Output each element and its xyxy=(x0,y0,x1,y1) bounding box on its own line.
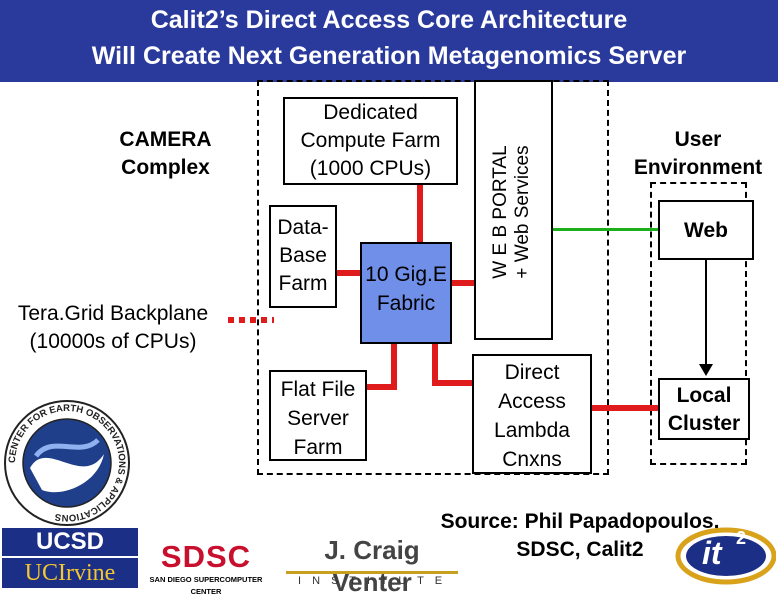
uci-text: UCIrvine xyxy=(24,560,116,586)
web-portal-box: W E B PORTAL + Web Services xyxy=(474,80,553,340)
camera-line-1: CAMERA xyxy=(119,128,212,151)
direct-line-1: Direct xyxy=(504,361,560,384)
direct-access-box: Direct Access Lambda Cnxns xyxy=(472,354,592,474)
database-line-2: Base xyxy=(279,244,327,267)
core-dashed-boundary xyxy=(257,80,609,475)
link-flatfile-fabric-v xyxy=(391,342,397,390)
compute-farm-box: Dedicated Compute Farm (1000 CPUs) xyxy=(283,97,458,185)
link-compute-fabric xyxy=(417,183,423,245)
portal-line-2: + Web Services xyxy=(512,145,533,279)
title-bar: Calit2’s Direct Access Core Architecture… xyxy=(0,0,778,82)
venter-logo: J. Craig Venter I N S T I T U T E xyxy=(282,534,462,597)
sdsc-text: SDSC xyxy=(160,539,252,574)
teragrid-label: Tera.Grid Backplane (10000s of CPUs) xyxy=(0,300,226,356)
database-line-1: Data- xyxy=(277,216,329,239)
link-portal-web xyxy=(551,228,659,231)
link-flatfile-fabric-h xyxy=(365,384,397,390)
teragrid-line-2: (10000s of CPUs) xyxy=(29,330,197,353)
teragrid-line-1: Tera.Grid Backplane xyxy=(17,302,209,325)
it2-superscript: 2 xyxy=(736,528,747,548)
link-database-fabric xyxy=(334,270,362,276)
compute-line-1: Dedicated xyxy=(323,101,418,124)
ceo-logo: CENTER FOR EARTH OBSERVATIONS & APPLICAT… xyxy=(4,400,130,526)
portal-line-1: W E B PORTAL xyxy=(490,145,511,279)
it2-logo: it 2 xyxy=(672,520,776,588)
source-credit: Source: Phil Papadopoulos, SDSC, Calit2 xyxy=(410,508,750,564)
cluster-line-1: Local xyxy=(676,384,732,407)
flatfile-line-3: Farm xyxy=(293,436,343,459)
cluster-line-2: Cluster xyxy=(667,412,741,435)
direct-line-2: Access xyxy=(498,390,566,413)
venter-underline xyxy=(286,571,458,574)
user-dashed-boundary xyxy=(650,182,747,465)
fabric-line-1: 10 Gig.E xyxy=(365,263,447,286)
sdsc-logo: SDSC SAN DIEGO SUPERCOMPUTER CENTER xyxy=(142,539,270,597)
title-line-1: Calit2’s Direct Access Core Architecture xyxy=(150,6,628,34)
camera-line-2: Complex xyxy=(121,156,210,179)
flatfile-line-1: Flat File xyxy=(280,378,356,401)
link-teragrid-dotted xyxy=(228,317,274,323)
user-line-1: User xyxy=(674,128,722,151)
database-farm-box: Data- Base Farm xyxy=(269,205,337,308)
source-line-1: Source: Phil Papadopoulos, xyxy=(440,510,720,533)
flatfile-line-2: Server xyxy=(287,407,349,430)
direct-line-3: Lambda xyxy=(494,419,570,442)
arrow-head xyxy=(699,364,713,376)
web-box: Web xyxy=(658,200,754,260)
link-fabric-direct-h xyxy=(432,380,474,386)
direct-line-4: Cnxns xyxy=(502,448,562,471)
link-fabric-direct-v xyxy=(432,342,438,386)
link-fabric-portal xyxy=(450,280,474,286)
user-line-2: Environment xyxy=(633,156,763,179)
uci-logo: UCIrvine xyxy=(2,558,138,588)
compute-line-2: Compute Farm xyxy=(300,129,441,152)
user-env-label: User Environment xyxy=(618,126,778,182)
camera-label: CAMERA Complex xyxy=(98,126,233,182)
ucsd-logo: UCSD xyxy=(2,528,138,556)
fabric-line-2: Fabric xyxy=(376,292,436,315)
ucsd-text: UCSD xyxy=(35,528,104,555)
local-cluster-box: Local Cluster xyxy=(658,378,750,440)
venter-text: J. Craig Venter xyxy=(324,535,420,597)
it2-swirl xyxy=(675,527,776,585)
it2-text: it xyxy=(702,535,722,571)
title-line-2: Will Create Next Generation Metagenomics… xyxy=(91,42,687,70)
database-line-3: Farm xyxy=(278,272,328,295)
compute-line-3: (1000 CPUs) xyxy=(309,157,432,180)
fabric-box: 10 Gig.E Fabric xyxy=(360,242,452,344)
sdsc-subtext: SAN DIEGO SUPERCOMPUTER CENTER xyxy=(149,575,263,596)
venter-subtext: I N S T I T U T E xyxy=(297,575,447,587)
flatfile-farm-box: Flat File Server Farm xyxy=(269,370,367,461)
link-direct-cluster xyxy=(590,405,658,411)
source-line-2: SDSC, Calit2 xyxy=(516,538,644,561)
link-web-cluster xyxy=(705,259,707,371)
web-label: Web xyxy=(684,219,728,242)
